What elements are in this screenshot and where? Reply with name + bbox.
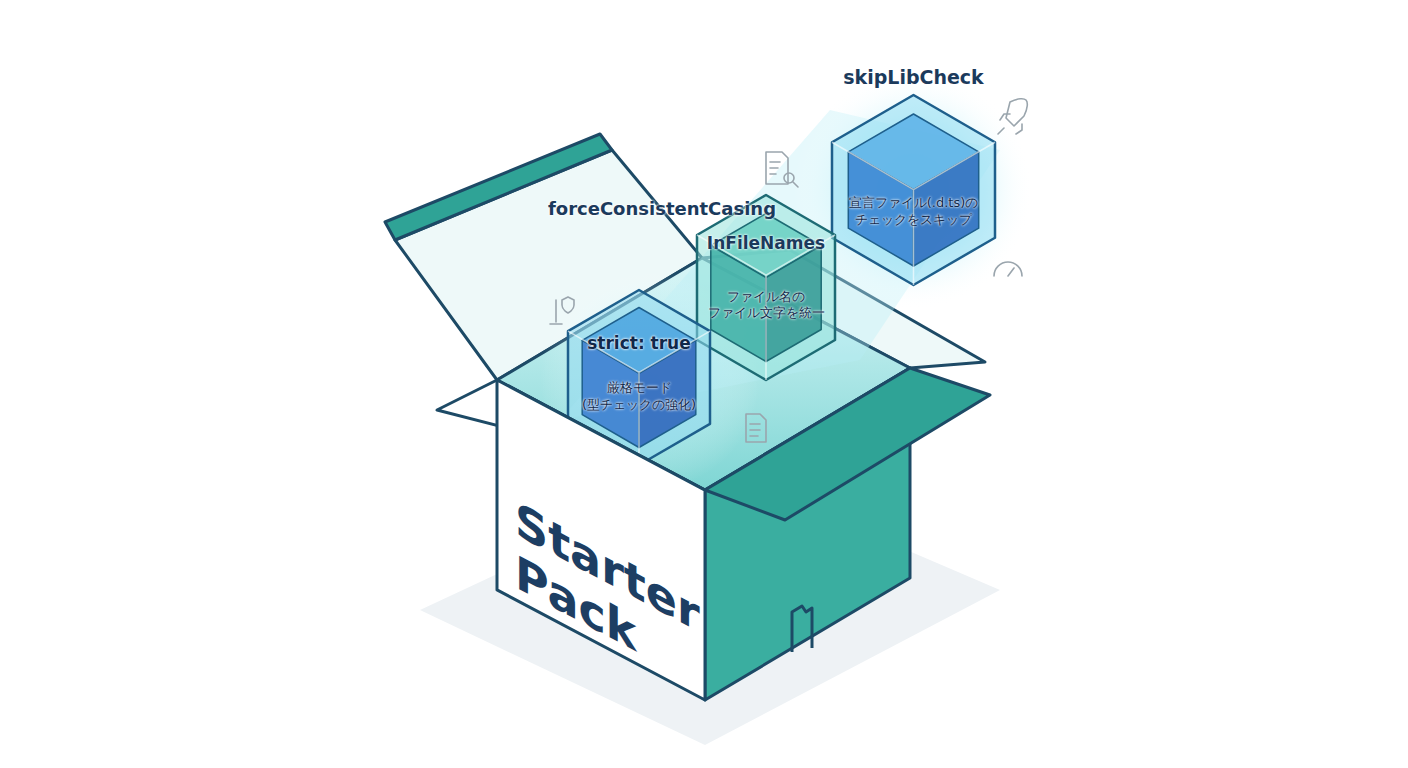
document-icon <box>746 414 766 442</box>
option-name: strict: true <box>568 332 710 354</box>
cube-edge <box>832 142 995 285</box>
glass-cube <box>832 95 995 285</box>
option-name: skipLibCheck <box>812 65 1015 90</box>
box-left-face <box>497 380 705 700</box>
option-description: 宣言ファイル(.d.ts)の チェックをスキップ <box>838 195 989 229</box>
option-cube: forceConsistentCasingInFileNamesファイル名の フ… <box>697 195 835 380</box>
gauge-icon <box>994 262 1022 276</box>
front-right-flap <box>705 368 990 520</box>
flap-rim <box>385 134 612 240</box>
option-cube: skipLibCheck宣言ファイル(.d.ts)の チェックをスキップ <box>832 95 995 285</box>
rocket-icon <box>998 99 1027 134</box>
starter-box: Starter Pack <box>497 380 705 700</box>
cube-shape <box>832 95 995 285</box>
option-name: InFileNames <box>701 232 831 254</box>
option-name: forceConsistentCasing <box>547 197 777 220</box>
cube-shape <box>697 195 835 380</box>
cube-edge <box>697 235 835 380</box>
option-description: 厳格モード (型チェックの強化) <box>574 380 704 414</box>
option-description: ファイル名の ファイル文字を統一 <box>701 289 831 322</box>
glass-cube <box>697 195 835 380</box>
search-icon <box>793 182 798 187</box>
handle-cutout <box>792 606 812 652</box>
security-icon <box>550 297 574 324</box>
